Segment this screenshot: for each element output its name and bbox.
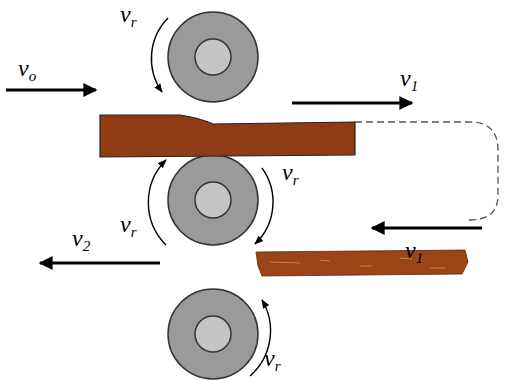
return-arrow (372, 227, 482, 230)
rotation-arrow (151, 18, 168, 92)
rotation-arrow (148, 160, 166, 245)
velocity-label: v1 (405, 238, 423, 262)
rotation-arrow (255, 168, 273, 244)
velocity-label: vr (120, 2, 137, 26)
strip-loop (355, 122, 498, 220)
lower-strip (256, 250, 468, 276)
bottom-roller (168, 289, 258, 379)
middle-roller (168, 155, 258, 245)
final-arrow (40, 262, 160, 265)
feed-arrow (6, 89, 96, 92)
velocity-label: vr (282, 160, 299, 184)
top-roller (168, 12, 258, 102)
upper-strip (100, 115, 355, 157)
velocity-label: v2 (72, 226, 90, 250)
velocity-label: vo (18, 56, 36, 80)
exit-arrow (292, 102, 412, 105)
velocity-label: vr (120, 212, 137, 236)
velocity-label: vr (264, 346, 281, 370)
velocity-label: v1 (400, 66, 418, 90)
